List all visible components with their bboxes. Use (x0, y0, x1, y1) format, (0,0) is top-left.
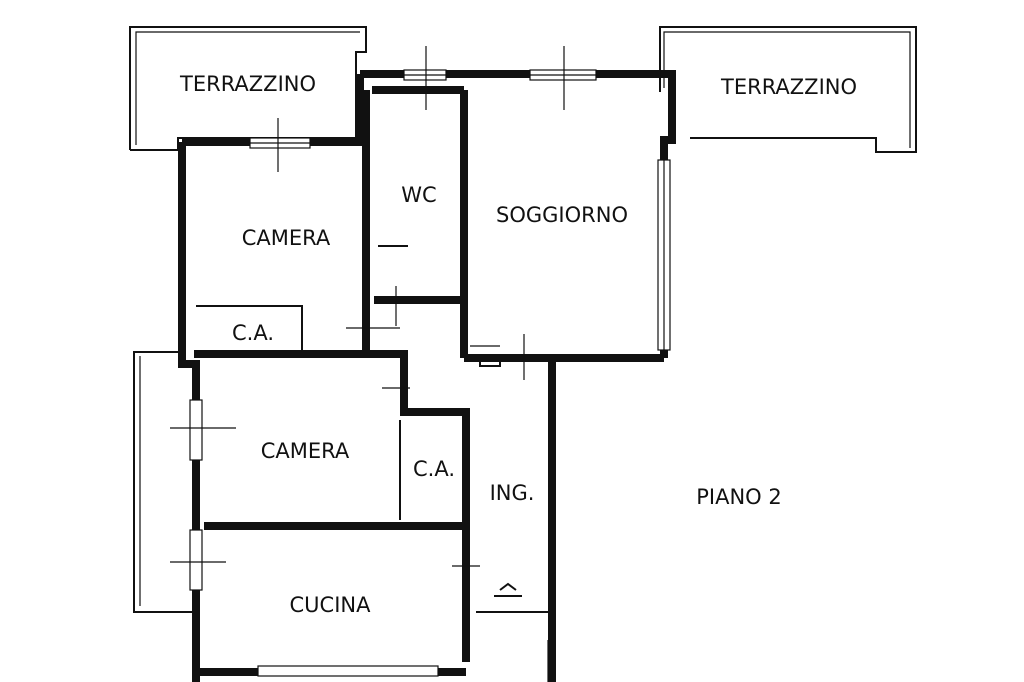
room-label-camera-top: CAMERA (242, 226, 331, 250)
room-label-terrazzino-right: TERRAZZINO (720, 75, 857, 99)
exterior-walls (178, 70, 676, 682)
room-label-terrazzino-left: TERRAZZINO (179, 72, 316, 96)
room-label-cucina: CUCINA (290, 593, 372, 617)
windows (170, 46, 671, 677)
balcony-side-left (133, 351, 192, 613)
interior-walls (194, 86, 470, 662)
room-label-camera-middle: CAMERA (261, 439, 350, 463)
room-label-ca-middle: C.A. (413, 457, 455, 481)
room-label-soggiorno: SOGGIORNO (496, 203, 628, 227)
door-markers (346, 286, 549, 682)
room-label-ca-top: C.A. (232, 321, 274, 345)
room-label-ingresso: ING. (490, 481, 535, 505)
balcony-right (659, 26, 917, 153)
room-label-wc: WC (401, 183, 436, 207)
floor-label: PIANO 2 (696, 485, 782, 509)
